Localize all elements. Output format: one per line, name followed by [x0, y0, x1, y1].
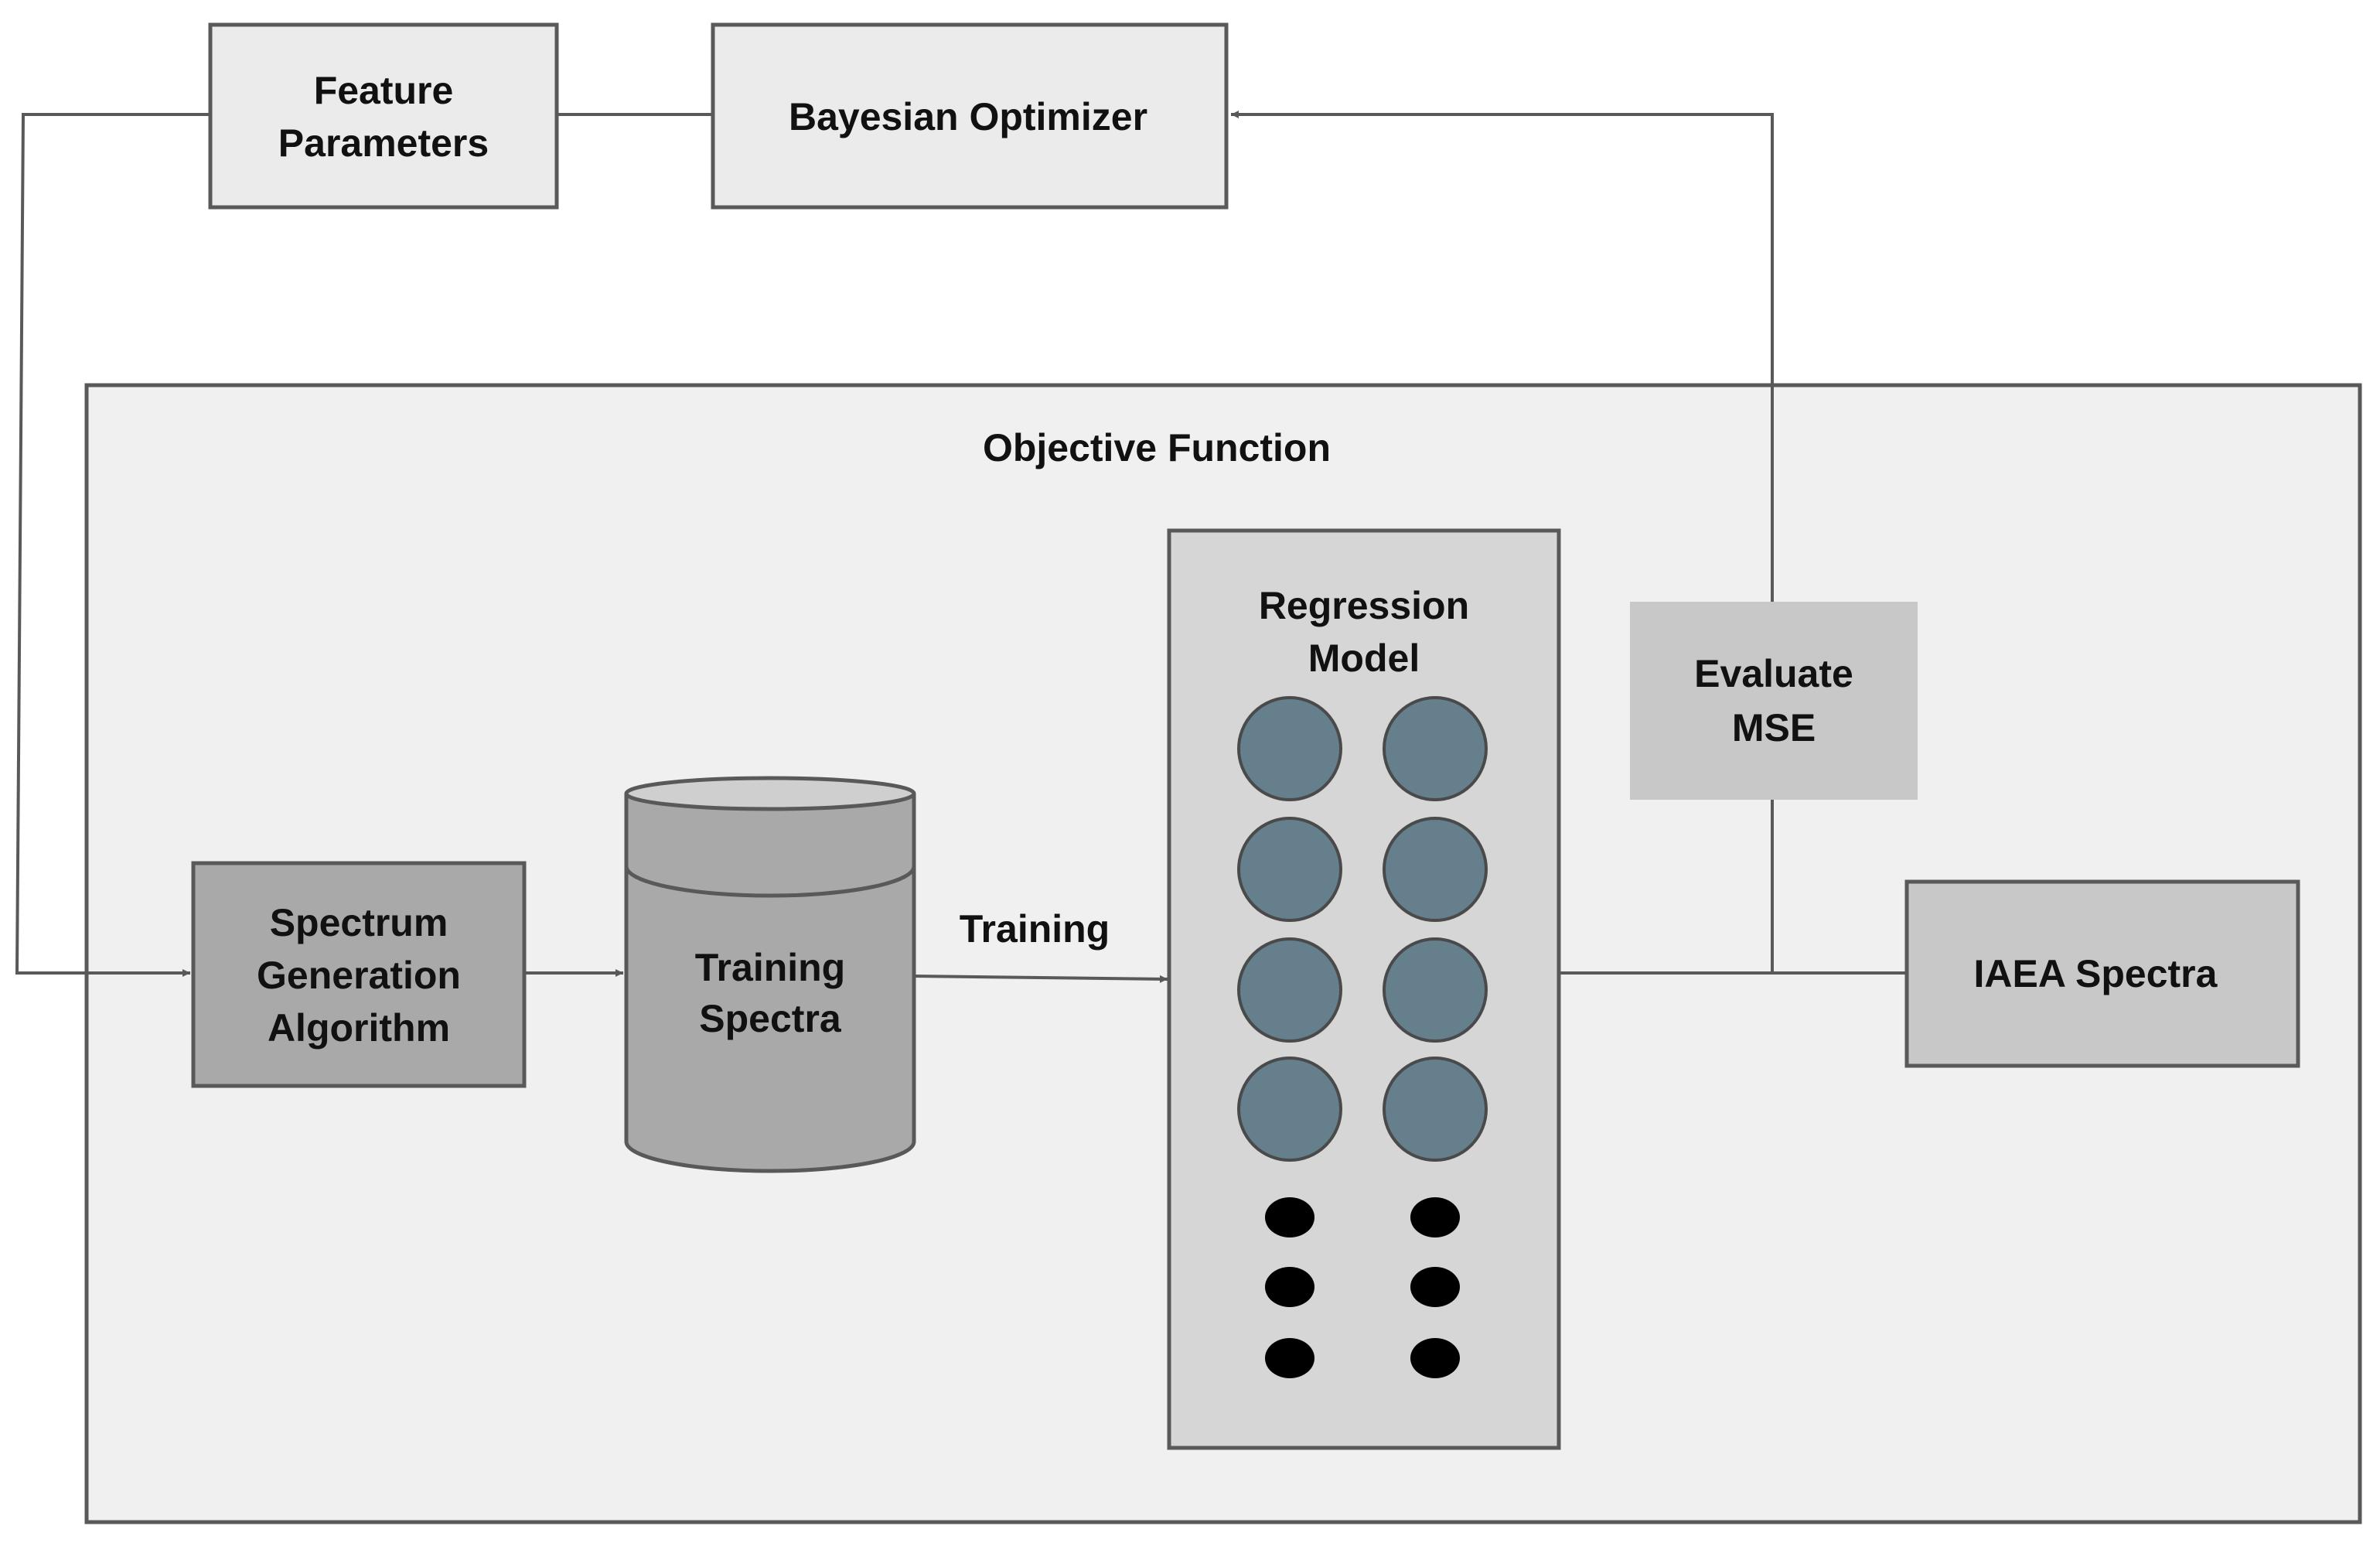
neuron-circle-icon: [1237, 696, 1342, 801]
neuron-circle-icon: [1237, 937, 1342, 1043]
spectrum-generation-label-line-2: Generation: [257, 954, 461, 997]
training-spectra-label-line-1: Training: [695, 946, 845, 989]
spectrum-generation-label-line-3: Algorithm: [268, 1006, 450, 1050]
neuron-circle-icon: [1237, 1057, 1342, 1162]
regression-model-node: Regression Model: [1167, 528, 1561, 1450]
neuron-circle-icon: [1383, 696, 1488, 801]
neuron-circle-icon: [1383, 817, 1488, 922]
bayesian-optimizer-node: Bayesian Optimizer: [711, 22, 1229, 210]
neuron-circle-icon: [1237, 817, 1342, 922]
ellipsis-dot: [1410, 1338, 1460, 1378]
edge-evaluate-mse-to-optimizer: [1231, 111, 1774, 602]
evaluate-mse-label-line-2: MSE: [1732, 706, 1816, 749]
neuron-circle-icon: [1383, 1057, 1488, 1162]
neuron-circle-icon-group: [1237, 696, 1488, 1162]
ellipsis-dot: [1410, 1197, 1460, 1237]
objective-function-label: Objective Function: [983, 426, 1331, 469]
iaea-spectra-label: IAEA Spectra: [1974, 952, 2218, 995]
regression-model-label-line-2: Model: [1308, 637, 1420, 680]
spectrum-generation-node: Spectrum Generation Algorithm: [191, 861, 527, 1088]
feature-parameters-label-line-2: Parameters: [278, 121, 489, 165]
cylinder-database-icon: [624, 776, 916, 1173]
ellipsis-dot: [1265, 1338, 1314, 1378]
feature-parameters-label-line-1: Feature: [314, 69, 454, 112]
bayesian-optimizer-label: Bayesian Optimizer: [789, 95, 1147, 138]
ellipsis-dot: [1410, 1267, 1460, 1307]
evaluate-mse-node: Evaluate MSE: [1630, 602, 1918, 800]
regression-model-label-line-1: Regression: [1259, 584, 1469, 627]
training-spectra-node: Training Spectra: [624, 776, 916, 1173]
spectrum-generation-label-line-1: Spectrum: [270, 901, 448, 944]
feature-parameters-node: Feature Parameters: [208, 22, 559, 210]
training-edge-label: Training: [960, 907, 1110, 951]
dot-ellipsis-icon: [1265, 1197, 1460, 1378]
neuron-circle-icon: [1383, 937, 1488, 1043]
evaluate-mse-label-line-1: Evaluate: [1694, 652, 1853, 695]
ellipsis-dot: [1265, 1267, 1314, 1307]
training-spectra-label-line-2: Spectra: [699, 997, 842, 1040]
iaea-spectra-node: IAEA Spectra: [1904, 879, 2300, 1068]
edge-feature-to-spectrum-generation: [15, 113, 210, 977]
ellipsis-dot: [1265, 1197, 1314, 1237]
edge-training-spectra-to-regression-model: [913, 975, 1168, 983]
